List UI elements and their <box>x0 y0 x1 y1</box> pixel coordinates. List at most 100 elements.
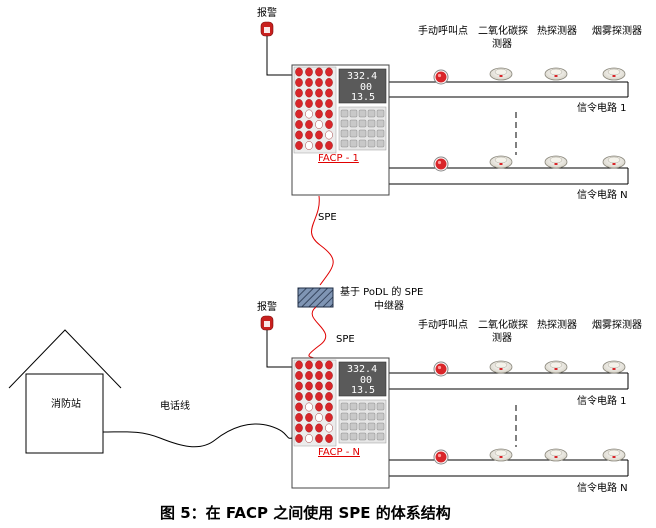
device-label-co2-bottom-1: 二氧化碳探 <box>478 318 528 331</box>
panel-indicator-button <box>315 78 323 87</box>
spe-cable-lower <box>308 306 327 361</box>
panel-keypad-key <box>358 402 367 411</box>
panel-indicator-button <box>295 371 303 380</box>
circuit-label-1-top: 信令电路 1 <box>577 101 627 114</box>
panel-indicator-button <box>305 109 313 119</box>
panel-keypad-key <box>358 119 367 128</box>
panel-indicator-button <box>305 99 313 108</box>
repeater-label-1: 基于 PoDL 的 SPE <box>340 285 423 298</box>
repeater-label-2: 中继器 <box>374 299 404 312</box>
panel-indicator-button <box>325 78 333 87</box>
panel-keypad-key <box>367 432 376 441</box>
heat-detector-icon-c1-bottom <box>544 360 568 374</box>
panel-indicator-button <box>305 423 313 433</box>
co2-detector-icon-cn-top <box>489 155 513 169</box>
panel-keypad-key <box>367 139 376 148</box>
panel-keypad-key <box>349 129 358 138</box>
device-label-smoke-top: 烟雾探测器 <box>592 24 642 37</box>
panel-keypad-key <box>340 432 349 441</box>
panel-indicator-button <box>325 402 333 412</box>
panel-indicator-button <box>305 67 313 77</box>
panel-indicator-button <box>315 392 323 401</box>
lcd-line-2-top: 00 <box>360 82 372 93</box>
panel-indicator-button <box>295 141 303 150</box>
panel-keypad-key <box>367 422 376 431</box>
lcd-line-3-top: 13.5 <box>351 92 375 103</box>
panel-indicator-button <box>295 109 303 119</box>
panel-keypad-key <box>340 109 349 118</box>
device-label-heat-top: 热探测器 <box>537 24 577 37</box>
panel-indicator-button <box>325 392 333 401</box>
panel-keypad-key <box>358 432 367 441</box>
panel-indicator-button <box>315 402 323 412</box>
signal-circuit-n-wires-top <box>389 167 629 185</box>
heat-detector-icon-cn-bottom <box>544 448 568 462</box>
panel-indicator-button <box>315 120 323 129</box>
panel-keypad-key <box>376 422 385 431</box>
panel-keypad-key <box>349 139 358 148</box>
panel-keypad-key <box>349 422 358 431</box>
panel-keypad-key <box>340 402 349 411</box>
device-label-co2-top-1: 二氧化碳探 <box>478 24 528 37</box>
panel-indicator-button <box>315 423 323 433</box>
alarm-label-bottom: 报警 <box>257 300 277 313</box>
panel-keypad-key <box>358 422 367 431</box>
panel-indicator-button <box>305 360 313 370</box>
figure-caption: 图 5：在 FACP 之间使用 SPE 的体系结构 <box>160 504 451 522</box>
heat-detector-icon-cn-top <box>544 155 568 169</box>
signal-circuit-1-wires-bottom <box>389 372 629 390</box>
panel-indicator-button <box>305 141 313 150</box>
lcd-line-1-top: 332.4 <box>347 71 377 82</box>
panel-indicator-button <box>315 99 323 108</box>
panel-keypad-key <box>376 412 385 421</box>
alarm-label-top: 报警 <box>257 6 277 19</box>
panel-keypad-key <box>340 412 349 421</box>
panel-indicator-button <box>325 141 333 150</box>
panel-keypad-key <box>376 109 385 118</box>
panel-indicator-button <box>325 381 333 391</box>
panel-indicator-button <box>295 120 303 129</box>
panel-indicator-button <box>325 434 333 443</box>
smoke-detector-icon-c1-bottom <box>602 360 626 374</box>
panel-indicator-button <box>305 88 313 98</box>
panel-keypad-key <box>340 119 349 128</box>
lcd-line-3-bottom: 13.5 <box>351 385 375 396</box>
callpoint-icon-cn-top <box>433 156 449 172</box>
panel-indicator-button <box>305 434 313 443</box>
panel-keypad-key <box>340 422 349 431</box>
device-label-heat-bottom: 热探测器 <box>537 318 577 331</box>
device-label-smoke-bottom: 烟雾探测器 <box>592 318 642 331</box>
device-label-manual-top: 手动呼叫点 <box>418 24 468 37</box>
panel-keypad-key <box>376 432 385 441</box>
panel-keypad-key <box>376 129 385 138</box>
panel-indicator-button <box>325 360 333 370</box>
callpoint-icon-cn-bottom <box>433 449 449 465</box>
panel-indicator-button <box>325 120 333 129</box>
panel-indicator-button <box>315 109 323 119</box>
panel-indicator-button <box>295 99 303 108</box>
panel-indicator-button <box>295 67 303 77</box>
panel-indicator-button <box>295 434 303 443</box>
alarm-strobe-icon-top <box>260 21 274 37</box>
panel-indicator-button <box>295 381 303 391</box>
panel-keypad-key <box>349 402 358 411</box>
panel-indicator-button <box>295 130 303 140</box>
panel-indicator-button <box>325 130 333 140</box>
panel-indicator-button <box>305 130 313 140</box>
smoke-detector-icon-cn-top <box>602 155 626 169</box>
panel-keypad-key <box>367 402 376 411</box>
fire-station-label: 消防站 <box>51 397 81 410</box>
panel-indicator-button <box>315 381 323 391</box>
panel-keypad-key <box>349 412 358 421</box>
panel-keypad-key <box>358 109 367 118</box>
panel-indicator-button <box>325 99 333 108</box>
panel-indicator-button <box>305 120 313 129</box>
panel-indicator-button <box>315 434 323 443</box>
circuit-label-n-bottom: 信令电路 N <box>577 481 628 494</box>
lcd-line-2-bottom: 00 <box>360 375 372 386</box>
alarm-strobe-icon-bottom <box>260 315 274 331</box>
panel-indicator-button <box>295 423 303 433</box>
phone-line-cable <box>102 423 293 448</box>
device-label-manual-bottom: 手动呼叫点 <box>418 318 468 331</box>
spe-cable-upper <box>311 195 334 286</box>
